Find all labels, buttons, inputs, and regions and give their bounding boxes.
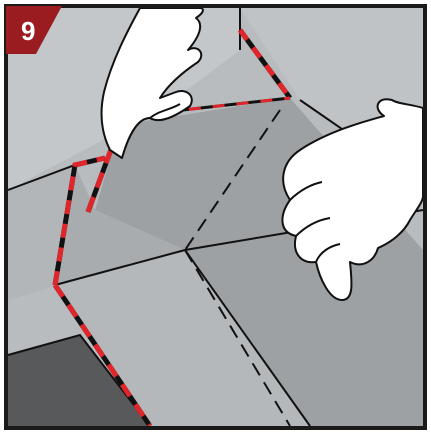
step-number: 9 <box>21 16 35 46</box>
